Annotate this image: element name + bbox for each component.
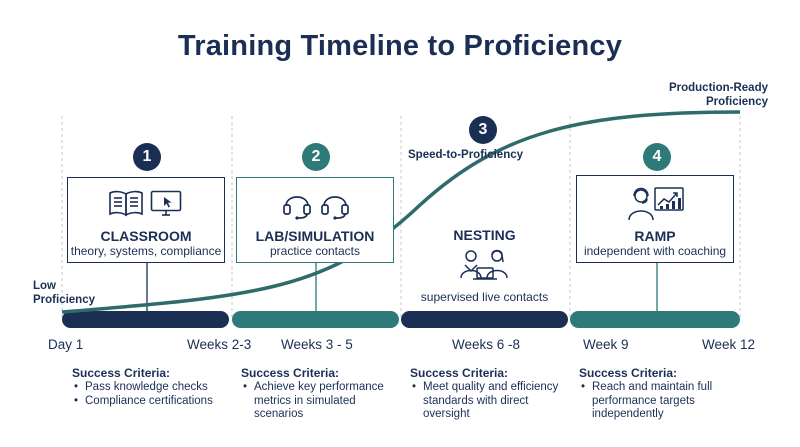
week-label-week-9: Week 9 <box>583 337 629 352</box>
stage-name-ramp: RAMP <box>634 228 676 244</box>
criteria-item: Reach and maintain full performance targ… <box>579 381 731 422</box>
stage-subtitle-classroom: theory, systems, compliance <box>70 244 222 258</box>
timeline-bar-ramp <box>570 311 740 328</box>
stage-box-ramp: RAMP independent with coaching <box>576 175 734 263</box>
stage-1-number: 1 <box>133 143 161 171</box>
criteria-list-lab-simulation: Achieve key performance metrics in simul… <box>241 381 393 422</box>
page-title: Training Timeline to Proficiency <box>177 30 623 62</box>
criteria-heading-classroom: Success Criteria: <box>72 366 171 380</box>
stage-2-number: 2 <box>302 143 330 171</box>
stage-box-lab-simulation: LAB/SIMULATION practice contacts <box>236 177 394 263</box>
stage-3-number: 3 <box>469 116 497 144</box>
stage-name-classroom: CLASSROOM <box>100 228 192 244</box>
stage-name-lab-simulation: LAB/SIMULATION <box>255 228 375 244</box>
stage-4-number: 4 <box>643 143 671 171</box>
low-proficiency-label: Low Proficiency <box>33 280 95 306</box>
criteria-item: Meet quality and efficiency standards wi… <box>410 381 562 422</box>
timeline-bar-classroom <box>62 311 229 328</box>
headset-icon <box>321 196 349 220</box>
criteria-item: Pass knowledge checks <box>72 381 232 395</box>
agent-with-growth-chart-icon <box>628 187 684 221</box>
stage-subtitle-lab-simulation: practice contacts <box>269 244 361 258</box>
phase-separators <box>61 116 741 318</box>
agents-at-laptop-icon <box>460 249 508 280</box>
criteria-list-ramp: Reach and maintain full performance targ… <box>579 381 731 422</box>
stage-box-classroom: CLASSROOM theory, systems, compliance <box>67 177 225 263</box>
criteria-heading-lab-simulation: Success Criteria: <box>241 366 340 380</box>
stage-subtitle-nesting: supervised live contacts <box>420 290 549 304</box>
criteria-heading-nesting: Success Criteria: <box>410 366 509 380</box>
criteria-list-classroom: Pass knowledge checks Compliance certifi… <box>72 381 232 408</box>
proficiency-curve <box>61 110 741 314</box>
open-book-icon <box>109 190 143 217</box>
week-label-weeks-3-5: Weeks 3 - 5 <box>281 337 353 352</box>
stage-name-nesting: NESTING <box>453 227 516 243</box>
week-label-weeks-6-8: Weeks 6 -8 <box>452 337 521 352</box>
computer-monitor-icon <box>150 190 182 216</box>
criteria-item: Achieve key performance metrics in simul… <box>241 381 393 422</box>
criteria-item: Compliance certifications <box>72 395 232 409</box>
week-label-week-12: Week 12 <box>702 337 756 352</box>
criteria-heading-ramp: Success Criteria: <box>579 366 678 380</box>
speed-to-proficiency-label: Speed-to-Proficiency <box>408 149 524 161</box>
week-label-day-1: Day 1 <box>48 337 84 352</box>
stage-subtitle-ramp: independent with coaching <box>583 244 727 258</box>
week-label-weeks-2-3: Weeks 2-3 <box>187 337 252 352</box>
timeline-bar-nesting <box>401 311 568 328</box>
timeline-bar-lab <box>232 311 399 328</box>
headset-icon <box>283 196 311 220</box>
production-ready-label: Production-Ready Proficiency <box>668 82 768 108</box>
criteria-list-nesting: Meet quality and efficiency standards wi… <box>410 381 562 422</box>
